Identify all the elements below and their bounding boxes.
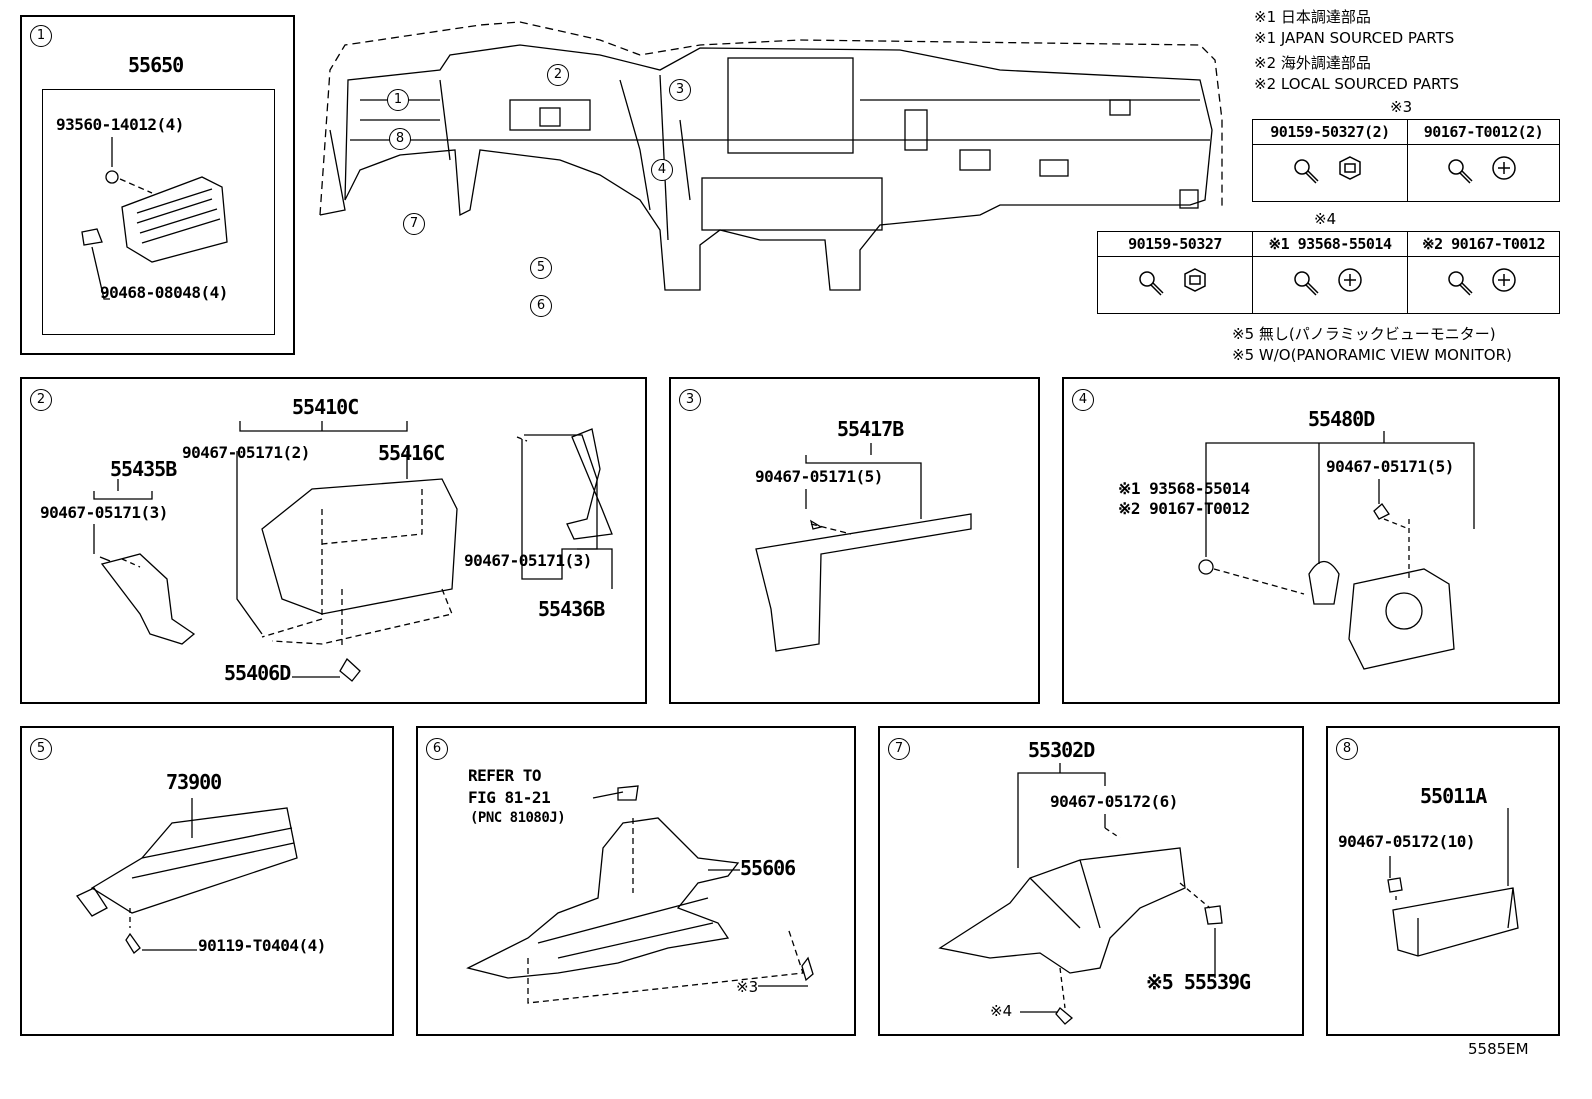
bolt-and-hex-nut-icon	[1294, 155, 1361, 184]
panel-1-inner	[42, 89, 275, 335]
fastener-ref-4: ※4	[990, 1002, 1013, 1020]
table-4-icons-1	[1097, 256, 1253, 314]
table-4-header-3: ※2 90167-T0012	[1407, 231, 1560, 257]
knee-panel-drawing	[1198, 431, 1475, 670]
part-55435B: 55435B	[110, 457, 177, 481]
table-4-header-1: 90159-50327	[1097, 231, 1253, 257]
fig-ref-label: FIG 81-21	[468, 788, 551, 807]
table-4-icons-2	[1252, 256, 1408, 314]
trim-panel-drawing	[755, 443, 972, 652]
table-4-header-2: ※1 93568-55014	[1252, 231, 1408, 257]
panel-1-number: 1	[30, 25, 52, 47]
panel-4-number: 4	[1072, 389, 1094, 411]
part-55417B: 55417B	[837, 417, 904, 441]
note-5-jp: ※5 無し(パノラミックビューモニター)	[1232, 325, 1496, 343]
panel-3: 3 55417B 90467-05171(5)	[669, 377, 1040, 704]
panel-7-number: 7	[888, 738, 910, 760]
part-90467-05172-6: 90467-05172(6)	[1050, 792, 1178, 811]
part-90467-05171-5: 90467-05171(5)	[1326, 457, 1454, 476]
panel-2-number: 2	[30, 389, 52, 411]
panel-8-number: 8	[1336, 738, 1358, 760]
part-90467-05171-2: 90467-05171(2)	[182, 443, 310, 462]
callout-8: 8	[389, 128, 411, 150]
part-90468-08048: 90468-08048(4)	[100, 283, 228, 302]
table-3-icons-2	[1407, 144, 1560, 202]
part-90167-T0012: ※2 90167-T0012	[1118, 499, 1250, 518]
callout-1: 1	[387, 89, 409, 111]
part-55436B: 55436B	[538, 597, 605, 621]
pnc-ref-label: (PNC 81080J)	[470, 810, 566, 826]
lower-panel-drawing	[938, 763, 1223, 1025]
part-55406D: 55406D	[224, 661, 291, 685]
part-93568-55014: ※1 93568-55014	[1118, 479, 1250, 498]
part-90467-05171-3-left: 90467-05171(3)	[40, 503, 168, 522]
callout-3: 3	[669, 79, 691, 101]
panel-6-number: 6	[426, 738, 448, 760]
table-3-header-1: 90159-50327(2)	[1252, 119, 1408, 145]
vent-drawing	[81, 137, 228, 300]
fastener-table-4: 90159-50327 ※1 93568-55014 ※2 90167-T001…	[1097, 231, 1560, 314]
table-4-mark: ※4	[1314, 210, 1337, 228]
panel-6: 6 REFER TO FIG 81-21 (PNC 81080J) 55606 …	[416, 726, 856, 1036]
panel-1: 1 55650 93560-14012(4) 90468-08048(4)	[20, 15, 295, 355]
bolt-and-hex-nut-icon	[1139, 267, 1206, 296]
panel-2: 2 55410C 90467-05171(2) 55416C 55435B 90…	[20, 377, 647, 704]
callout-6: 6	[530, 295, 552, 317]
part-55302D: 55302D	[1028, 738, 1095, 762]
panel-8: 8 55011A 90467-05172(10)	[1326, 726, 1560, 1036]
fastener-table-3: 90159-50327(2) 90167-T0012(2)	[1252, 119, 1560, 202]
panel-3-number: 3	[679, 389, 701, 411]
note-2-en: ※2 LOCAL SOURCED PARTS	[1254, 75, 1459, 93]
bolt-and-screw-icon	[1447, 267, 1516, 296]
part-90467-05172-10: 90467-05172(10)	[1338, 832, 1476, 851]
table-3-mark: ※3	[1390, 98, 1413, 116]
under-cover-drawing	[466, 785, 814, 1004]
table-3-icons-1	[1252, 144, 1408, 202]
part-55539G: ※5 55539G	[1146, 970, 1251, 994]
bolt-and-screw-icon	[1447, 155, 1516, 184]
fastener-ref-3: ※3	[736, 978, 759, 996]
part-55011A: 55011A	[1420, 784, 1487, 808]
table-3-header-2: 90167-T0012(2)	[1407, 119, 1560, 145]
instrument-cluster-drawing	[93, 421, 613, 682]
part-55606: 55606	[740, 856, 796, 880]
panel-5: 5 73900 90119-T0404(4)	[20, 726, 394, 1036]
callout-5: 5	[530, 257, 552, 279]
part-90467-05171-5: 90467-05171(5)	[755, 467, 883, 486]
panel-7: 7 55302D 90467-05172(6) ※5 55539G ※4	[878, 726, 1304, 1036]
callout-2: 2	[547, 64, 569, 86]
callout-7: 7	[403, 213, 425, 235]
part-55650: 55650	[128, 53, 184, 77]
part-90467-05171-3-right: 90467-05171(3)	[464, 551, 592, 570]
callout-4: 4	[651, 159, 673, 181]
note-2-jp: ※2 海外調達部品	[1254, 54, 1371, 72]
part-93560-14012: 93560-14012(4)	[56, 115, 184, 134]
cover-panel-drawing	[1387, 808, 1519, 957]
part-90119-T0404: 90119-T0404(4)	[198, 936, 326, 955]
part-73900: 73900	[166, 770, 222, 794]
note-5-en: ※5 W/O(PANORAMIC VIEW MONITOR)	[1232, 346, 1512, 364]
refer-to-label: REFER TO	[468, 766, 542, 785]
table-4-icons-3	[1407, 256, 1560, 314]
diagram-code: 5585EM	[1468, 1040, 1529, 1058]
part-55410C: 55410C	[292, 395, 359, 419]
part-55416C: 55416C	[378, 441, 445, 465]
note-1-en: ※1 JAPAN SOURCED PARTS	[1254, 29, 1455, 47]
panel-5-number: 5	[30, 738, 52, 760]
bolt-and-screw-icon	[1294, 267, 1362, 296]
panel-4: 4 55480D 90467-05171(5) ※1 93568-55014 ※…	[1062, 377, 1560, 704]
note-1-jp: ※1 日本調達部品	[1254, 8, 1371, 26]
part-55480D: 55480D	[1308, 407, 1375, 431]
airbag-drawing	[76, 798, 298, 954]
